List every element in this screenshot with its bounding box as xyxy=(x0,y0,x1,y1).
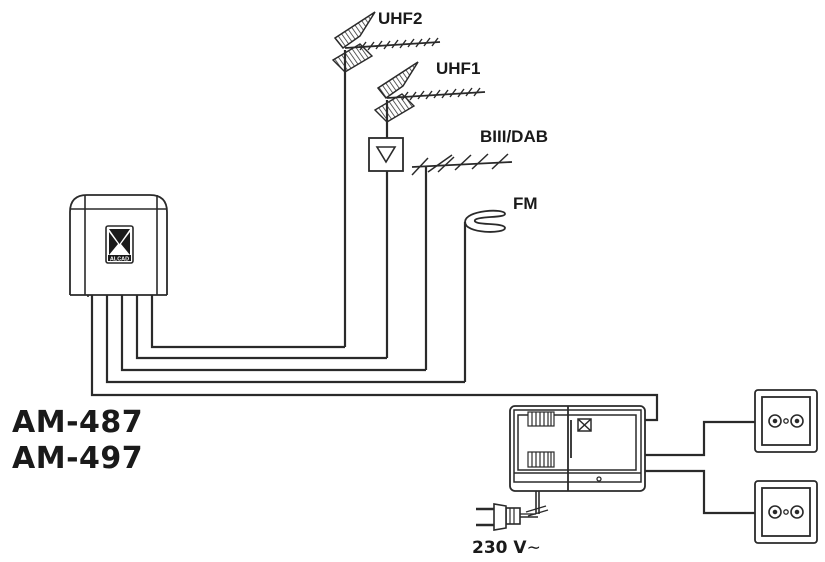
power-plug-icon xyxy=(476,491,549,531)
uhf1-antenna-icon xyxy=(373,61,486,123)
uhf2-antenna-icon xyxy=(331,11,441,73)
cable-uhf1 xyxy=(135,295,387,360)
model-name-1: AM-487 xyxy=(12,405,144,440)
fm-label: FM xyxy=(513,194,538,213)
terminal-block-bottom-icon xyxy=(527,451,555,468)
amplifier-housing xyxy=(69,194,168,297)
fuse-symbol-icon xyxy=(577,418,592,432)
alcad-logo-icon: ALCAD xyxy=(105,225,134,264)
biii-dab-label: BIII/DAB xyxy=(480,127,548,146)
mast-preamplifier-icon xyxy=(368,137,404,172)
fm-antenna-icon xyxy=(464,209,506,233)
cable-outlet-2 xyxy=(645,469,755,515)
cable-biii xyxy=(120,295,426,372)
cable-outlet-1 xyxy=(645,420,755,457)
uhf1-label: UHF1 xyxy=(436,59,481,78)
svg-text:ALCAD: ALCAD xyxy=(110,257,129,263)
uhf2-label: UHF2 xyxy=(378,9,423,28)
model-name-2: AM-497 xyxy=(12,441,144,476)
terminal-block-top-icon xyxy=(527,411,555,427)
biii-dab-antenna-icon xyxy=(411,153,513,176)
ac-symbol-icon: ∼ xyxy=(526,538,541,558)
tv-outlet-2 xyxy=(754,480,818,544)
voltage-label: 230 V∼ xyxy=(472,538,541,558)
cable-uhf2 xyxy=(150,295,345,349)
cable-output xyxy=(90,295,659,422)
power-supply-unit xyxy=(509,405,646,492)
voltage-value: 230 V xyxy=(472,538,527,558)
indicator-led-icon xyxy=(596,476,602,482)
tv-outlet-1 xyxy=(754,389,818,453)
cable-fm xyxy=(105,295,465,384)
